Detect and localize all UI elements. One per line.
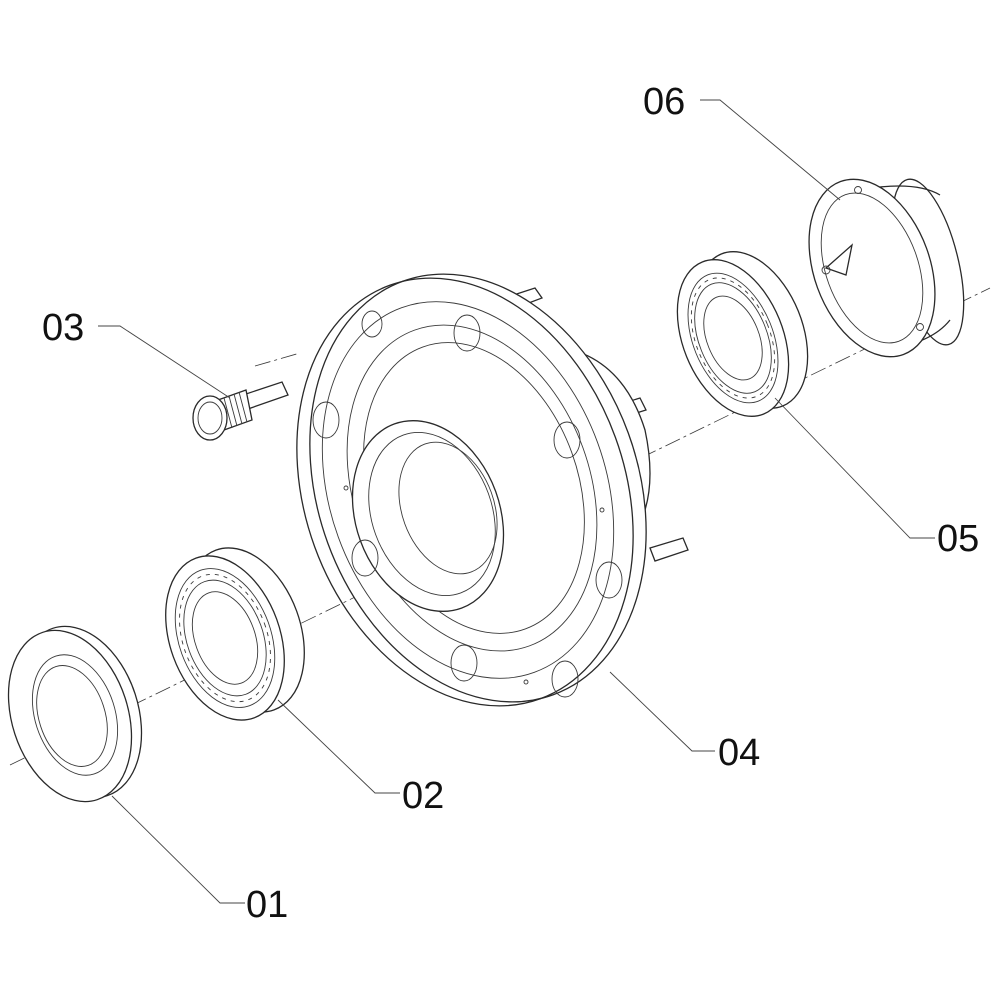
part-01-seal-ring (7, 625, 143, 803)
leader-04 (609, 671, 715, 752)
label-02: 02 (402, 775, 444, 817)
part-05-bearing (676, 251, 809, 417)
label-05: 05 (937, 518, 979, 560)
leader-02 (277, 699, 400, 794)
leader-01 (111, 795, 245, 904)
leader-lines (98, 99, 935, 904)
leader-03 (98, 325, 231, 399)
label-04: 04 (718, 732, 760, 774)
label-06: 06 (643, 81, 685, 123)
leader-05 (774, 397, 935, 539)
label-03: 03 (42, 307, 84, 349)
part-04-hub-flange (296, 273, 689, 707)
label-01: 01 (246, 884, 288, 926)
part-labels: 06 05 03 04 02 01 (42, 81, 979, 926)
part-03-wheel-stud (192, 381, 289, 441)
part-06-hub-cap (808, 178, 965, 358)
part-02-bearing (165, 547, 305, 721)
leader-06 (700, 99, 841, 201)
